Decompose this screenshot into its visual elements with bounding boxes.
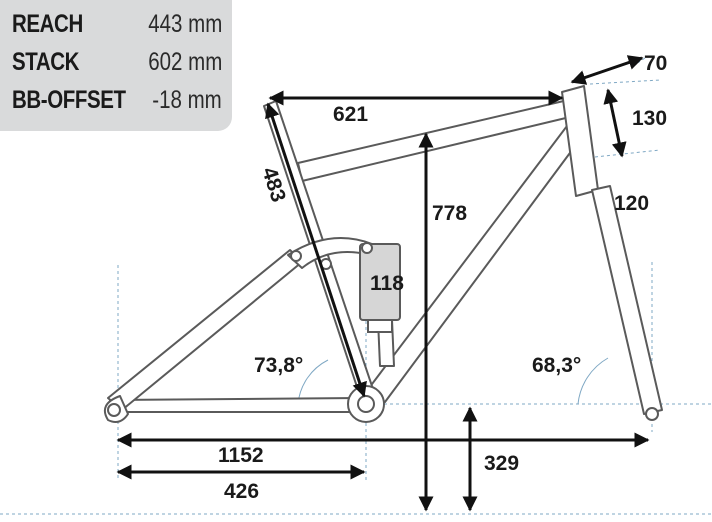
spec-value: -18 mm (152, 86, 222, 114)
spec-value: 602 mm (147, 48, 222, 76)
spec-row-reach: REACH 443 mm (12, 10, 222, 44)
bb-height-label: 329 (484, 452, 519, 475)
spec-value: 443 mm (147, 10, 222, 38)
front-axle (645, 407, 659, 421)
spec-label: STACK (12, 48, 80, 76)
shock-label: 118 (370, 272, 404, 295)
head-tube-length-arrow (603, 88, 627, 158)
seat-angle-label: 73,8° (254, 354, 303, 377)
shock-top-pivot (361, 242, 373, 254)
spec-label: REACH (12, 10, 83, 38)
seat-tube-arrow (265, 102, 367, 398)
reference-lines (0, 57, 712, 515)
rocker-pivot (290, 250, 302, 262)
spec-label: BB-OFFSET (12, 86, 126, 114)
bottom-bracket-axle (357, 395, 375, 413)
top-tube-label: 621 (333, 103, 368, 126)
geometry-specs-panel: REACH 443 mm STACK 602 mm BB-OFFSET -18 … (0, 0, 232, 131)
head-tube-label: 130 (632, 107, 667, 130)
rear-shock (359, 243, 401, 333)
rear-axle (107, 403, 121, 417)
spec-row-stack: STACK 602 mm (12, 48, 222, 82)
head-angle-arc (577, 357, 609, 405)
dimension-arrows (116, 55, 650, 512)
frame-height-label: 778 (432, 202, 467, 225)
head-tube-top-line (589, 79, 661, 85)
fork (591, 185, 663, 415)
spec-row-bb-offset: BB-OFFSET -18 mm (12, 86, 222, 120)
head-tube-width-arrow (570, 55, 644, 85)
shock-eyelet (367, 319, 393, 333)
seatstay (107, 249, 303, 411)
head-angle-label: 68,3° (532, 354, 581, 377)
head-tube-bottom-line (594, 149, 661, 158)
wheelbase-label: 1152 (218, 444, 264, 467)
fork-label: 120 (614, 192, 649, 215)
head-tube-width-label: 70 (644, 52, 667, 75)
chainstay (109, 397, 361, 413)
chainstay-label: 426 (224, 480, 259, 503)
